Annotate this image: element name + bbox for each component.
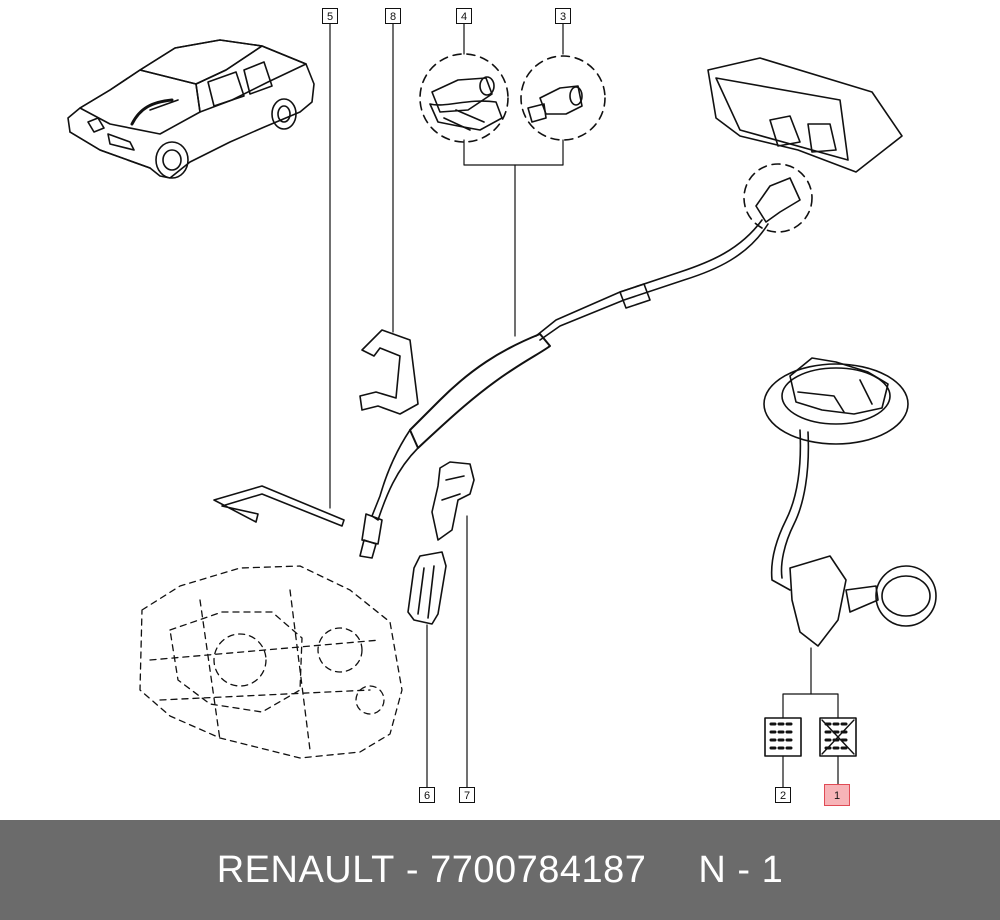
rod-5 xyxy=(213,485,345,527)
separator: - xyxy=(394,848,431,891)
car-illustration xyxy=(67,39,315,179)
speedometer-cable xyxy=(359,177,801,559)
callout-6: 6 xyxy=(419,787,435,803)
parts-diagram xyxy=(67,23,937,789)
footer-text: RENAULT - 7700784187 N - 1 xyxy=(0,820,1000,920)
sensor-detail-4 xyxy=(419,53,509,143)
callout-2: 2 xyxy=(775,787,791,803)
callout-4: 4 xyxy=(456,8,472,24)
leader-lines xyxy=(329,23,839,789)
clip-8 xyxy=(359,329,419,415)
part-number: 7700784187 xyxy=(430,848,647,891)
item-1-thumbnail xyxy=(819,717,857,757)
callout-5: 5 xyxy=(322,8,338,24)
callout-8: 8 xyxy=(385,8,401,24)
gearbox xyxy=(139,565,403,759)
instrument-cluster xyxy=(707,57,903,233)
diagram-position: N - 1 xyxy=(698,848,784,891)
callout-7: 7 xyxy=(459,787,475,803)
fuel-level-sender xyxy=(763,357,937,647)
clip-7 xyxy=(431,461,475,541)
callout-3: 3 xyxy=(555,8,571,24)
item-2-thumbnail xyxy=(764,717,802,757)
brand-name: RENAULT xyxy=(216,848,395,891)
sensor-detail-3 xyxy=(520,55,606,141)
callout-1-highlighted[interactable]: 1 xyxy=(824,784,850,806)
sleeve-6 xyxy=(407,551,447,625)
footer-banner: RENAULT - 7700784187 N - 1 xyxy=(0,820,1000,920)
